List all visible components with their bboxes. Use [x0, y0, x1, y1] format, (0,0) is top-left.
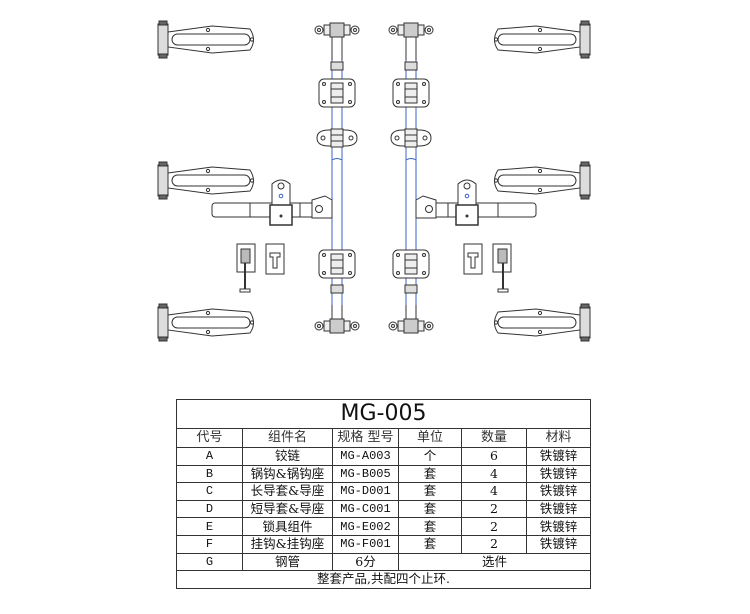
- cell-model: MG-D001: [332, 482, 399, 501]
- cell-qty: 6: [461, 447, 527, 466]
- header-name: 组件名: [242, 428, 333, 448]
- cell-name: 锅钩&锅钩座: [242, 464, 333, 484]
- cell-model: MG-A003: [332, 447, 399, 466]
- cell-material: 铁镀锌: [526, 464, 591, 484]
- table-footer-note: 整套产品,共配四个止环.: [176, 570, 591, 589]
- header-unit: 单位: [398, 428, 462, 448]
- cell-unit: 套: [398, 464, 462, 484]
- cell-material: 铁镀锌: [526, 499, 591, 519]
- cell-code: C: [176, 482, 243, 501]
- cell-material: 铁镀锌: [526, 482, 591, 501]
- cell-unit: 个: [398, 447, 462, 466]
- cell-qty: 2: [461, 517, 527, 536]
- left-door-assembly: [158, 21, 359, 341]
- cell-code: A: [176, 447, 243, 466]
- table-title: MG-005: [176, 399, 591, 429]
- cell-model: MG-F001: [332, 534, 399, 554]
- cell-material: 铁镀锌: [526, 534, 591, 554]
- cell-model: 6分: [332, 552, 399, 572]
- cell-code: F: [176, 534, 243, 554]
- cell-qty: 2: [461, 534, 527, 554]
- cell-qty: 4: [461, 482, 527, 501]
- header-qty: 数量: [461, 428, 527, 448]
- cell-unit: 套: [398, 517, 462, 536]
- cell-name: 长导套&导座: [242, 482, 333, 501]
- cell-code: E: [176, 517, 243, 536]
- cell-name: 铰链: [242, 447, 333, 466]
- cell-code: D: [176, 499, 243, 519]
- cell-name: 短导套&导座: [242, 499, 333, 519]
- header-material: 材料: [526, 428, 591, 448]
- cell-name: 锁具组件: [242, 517, 333, 536]
- cell-unit: 套: [398, 499, 462, 519]
- cell-model: MG-E002: [332, 517, 399, 536]
- cell-note: 选件: [398, 552, 591, 572]
- cell-material: 铁镀锌: [526, 517, 591, 536]
- cell-model: MG-C001: [332, 499, 399, 519]
- header-code: 代号: [176, 428, 243, 448]
- table-header-row: 代号 组件名 规格 型号 单位 数量 材料: [176, 428, 591, 448]
- cell-qty: 2: [461, 499, 527, 519]
- cell-unit: 套: [398, 482, 462, 501]
- cell-qty: 4: [461, 464, 527, 484]
- cell-name: 钢管: [242, 552, 333, 572]
- cell-model: MG-B005: [332, 464, 399, 484]
- cell-name: 挂钩&挂钩座: [242, 534, 333, 554]
- header-model: 规格 型号: [332, 428, 399, 448]
- cell-material: 铁镀锌: [526, 447, 591, 466]
- cell-code: B: [176, 464, 243, 484]
- cell-code: G: [176, 552, 243, 572]
- right-door-assembly: [389, 21, 590, 341]
- cell-unit: 套: [398, 534, 462, 554]
- door-lock-assembly-drawing: [0, 0, 750, 395]
